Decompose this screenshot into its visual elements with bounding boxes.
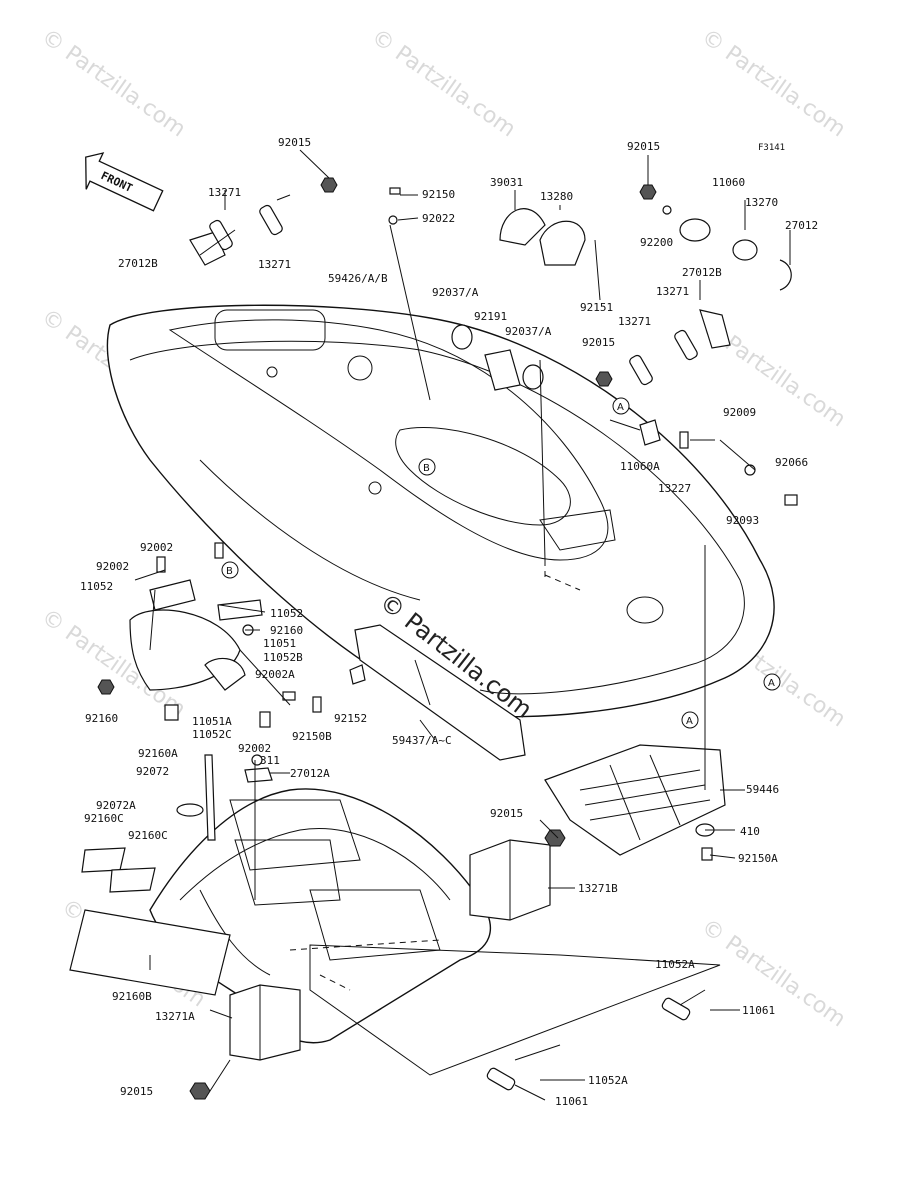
part-label: 92002 [140,541,173,554]
part-label: 59426/A/B [328,272,388,285]
part-label: 39031 [490,176,523,189]
part-label: 92160 [270,624,303,637]
intake-grate [544,744,726,856]
hardware [97,177,798,1100]
part-label: 92072A [96,799,136,812]
part-label: 92015 [582,336,615,349]
part-label: 92200 [640,236,673,249]
part-label: 11052A [588,1074,628,1087]
part-label: 92191 [474,310,507,323]
part-label: 410 [740,825,760,838]
part-label: 11051 [263,637,296,650]
part-label: 11052 [270,607,303,620]
part-label: 92037/A [432,286,479,299]
watermark: © Partzilla.com [697,24,850,142]
part-label: 92037/A [505,325,552,338]
callout-b: B [226,566,233,577]
part-label: 92160A [138,747,178,760]
part-label: 311 [260,754,280,767]
part-label: 27012B [682,266,722,279]
front-arrow-icon: FRONT [85,152,164,212]
part-label: 92072 [136,765,169,778]
part-label: 92160C [128,829,168,842]
part-label: 11052C [192,728,232,741]
part-label: 92015 [120,1085,153,1098]
part-label: 92150B [292,730,332,743]
part-label: 92002 [96,560,129,573]
part-label: 92022 [422,212,455,225]
hull-assembly [106,304,775,718]
part-label: 13227 [658,482,691,495]
part-label: 92152 [334,712,367,725]
callout-markers: B B A A A [221,397,781,729]
watermark: © Partzilla.com [37,24,190,142]
watermark: © Partzilla.com [367,24,520,142]
part-label: 11060A [620,460,660,473]
pads [69,839,551,1061]
part-label: 92160 [85,712,118,725]
part-label: 11061 [555,1095,588,1108]
callout-a: A [686,716,693,727]
part-label: 92015 [490,807,523,820]
part-label: 11060 [712,176,745,189]
callout-a: A [768,678,775,689]
part-label: 13271B [578,882,618,895]
part-label: 92009 [723,406,756,419]
part-label: 92015 [627,140,660,153]
part-label: 27012B [118,257,158,270]
part-label: 13271 [656,285,689,298]
part-label: 13271 [208,186,241,199]
part-label: 92151 [580,301,613,314]
part-label: 13271 [618,315,651,328]
part-label: 92150 [422,188,455,201]
part-label: 92160C [84,812,124,825]
part-label: 92002 [238,742,271,755]
part-label: 92160B [112,990,152,1003]
part-label: 92002A [255,668,295,681]
callout-b: B [423,463,430,474]
figure-code: F3141 [758,143,785,153]
part-label: 11061 [742,1004,775,1017]
part-label: 92015 [278,136,311,149]
part-label: 11052A [655,958,695,971]
part-label: 92066 [775,456,808,469]
ride-plate [354,624,526,761]
part-label: 11052B [263,651,303,664]
part-label: 13271 [258,258,291,271]
part-label: 11052 [80,580,113,593]
part-label: 92093 [726,514,759,527]
lower-hull [149,788,491,1044]
part-label: 59446 [746,783,779,796]
part-label: 59437/A~C [392,734,452,747]
callout-a: A [617,402,624,413]
part-label: 92150A [738,852,778,865]
part-label: 27012A [290,767,330,780]
leader-lines [134,149,791,1101]
part-label: 11051A [192,715,232,728]
part-label: 27012 [785,219,818,232]
part-labels: 92015 13271 13271 27012B 92150 92022 390… [80,136,818,1108]
part-label: 13271A [155,1010,195,1023]
part-label: 13280 [540,190,573,203]
part-label: 13270 [745,196,778,209]
